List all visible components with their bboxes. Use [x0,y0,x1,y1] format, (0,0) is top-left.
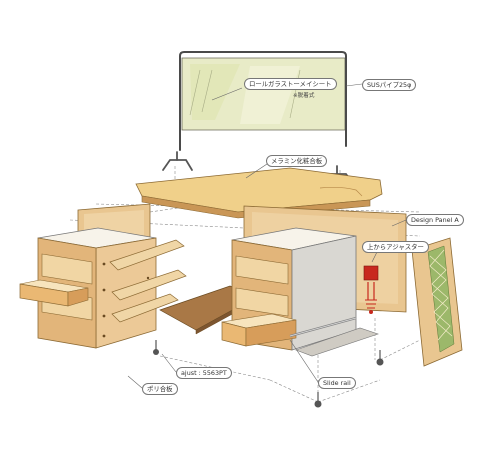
label-design-panel: Design Panel A [406,214,464,226]
adjuster-feet [314,350,384,408]
left-drawer-cabinet [19,227,187,355]
mirror [181,57,346,131]
sus-pipe-frame [179,51,347,151]
adjuster-mechanism [363,265,379,314]
label-adjust-code: ajust : 5563PT [176,367,232,379]
label-mirror-sheet: ロールガラストーメイシート [244,78,337,90]
label-mirror-sheet-note: ※脱着式 [293,93,315,99]
label-melamine-board: メラミン化粧合板 [266,155,328,167]
label-slide-rail: Slide rail [318,377,356,389]
label-poly-board: ポリ合板 [142,383,178,395]
design-panel-a [411,237,463,367]
leader-lines [127,83,407,389]
label-sus-pipe: SUSパイプ25φ [362,79,417,91]
right-drawer-cabinet [221,227,379,357]
label-adjuster: 上からアジャスター [362,241,429,253]
